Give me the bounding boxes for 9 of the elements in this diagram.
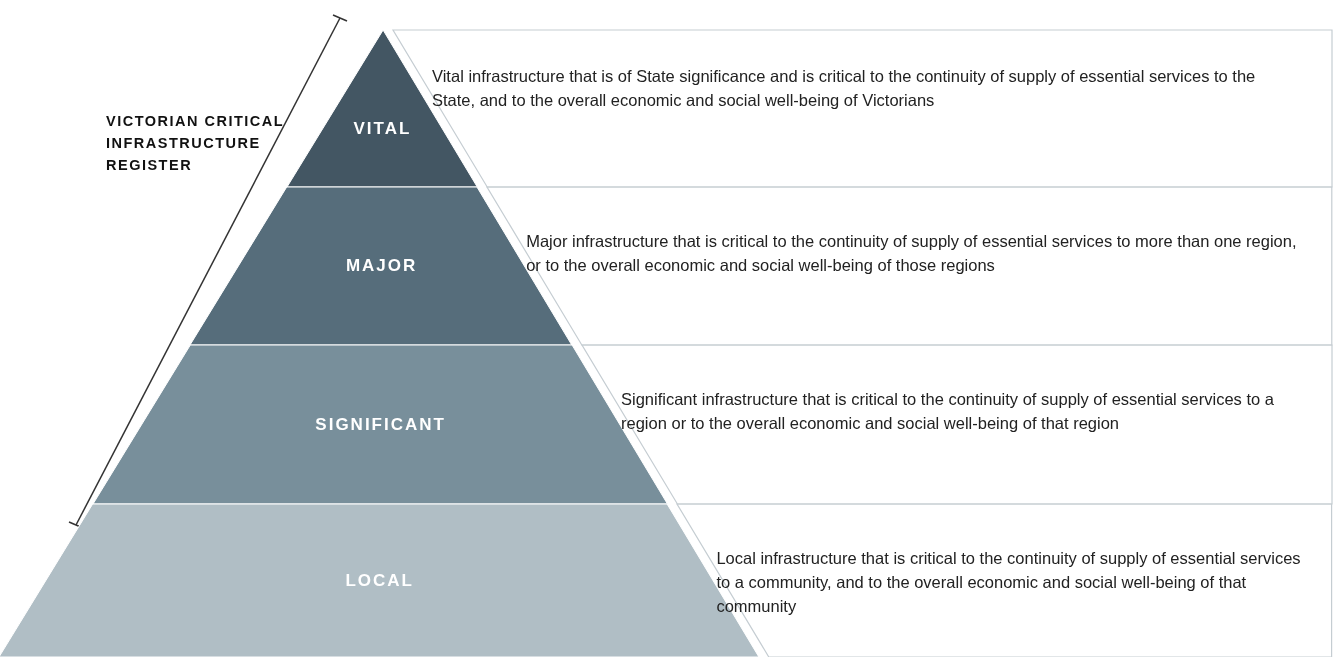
tier-label: LOCAL bbox=[345, 570, 414, 591]
tier-label: VITAL bbox=[353, 118, 412, 139]
tier-label: MAJOR bbox=[345, 256, 418, 276]
description-text: Local infrastructure that is critical to the continuity of supply of essential services to a community, and to the overall economic and social well-being of that community bbox=[716, 548, 1302, 617]
description-text: Vital infrastructure that is of State significance and is critical to the continuity of supply of essential services to the State, and to the overall economic and social well-being of Victorians bbox=[432, 66, 1257, 111]
tier-label: SIGNIFICANT bbox=[315, 414, 446, 435]
description-text: Major infrastructure that is critical to the continuity of supply of essential services to more than one region, or to the overall economic and social well-being of those regions bbox=[526, 231, 1298, 276]
description-text: Significant infrastructure that is critical to the continuity of supply of essential services to a region or to the overall economic and social well-being of that region bbox=[621, 389, 1275, 434]
register-label: VICTORIAN CRITICAL INFRASTRUCTURE REGISTER bbox=[106, 112, 285, 175]
